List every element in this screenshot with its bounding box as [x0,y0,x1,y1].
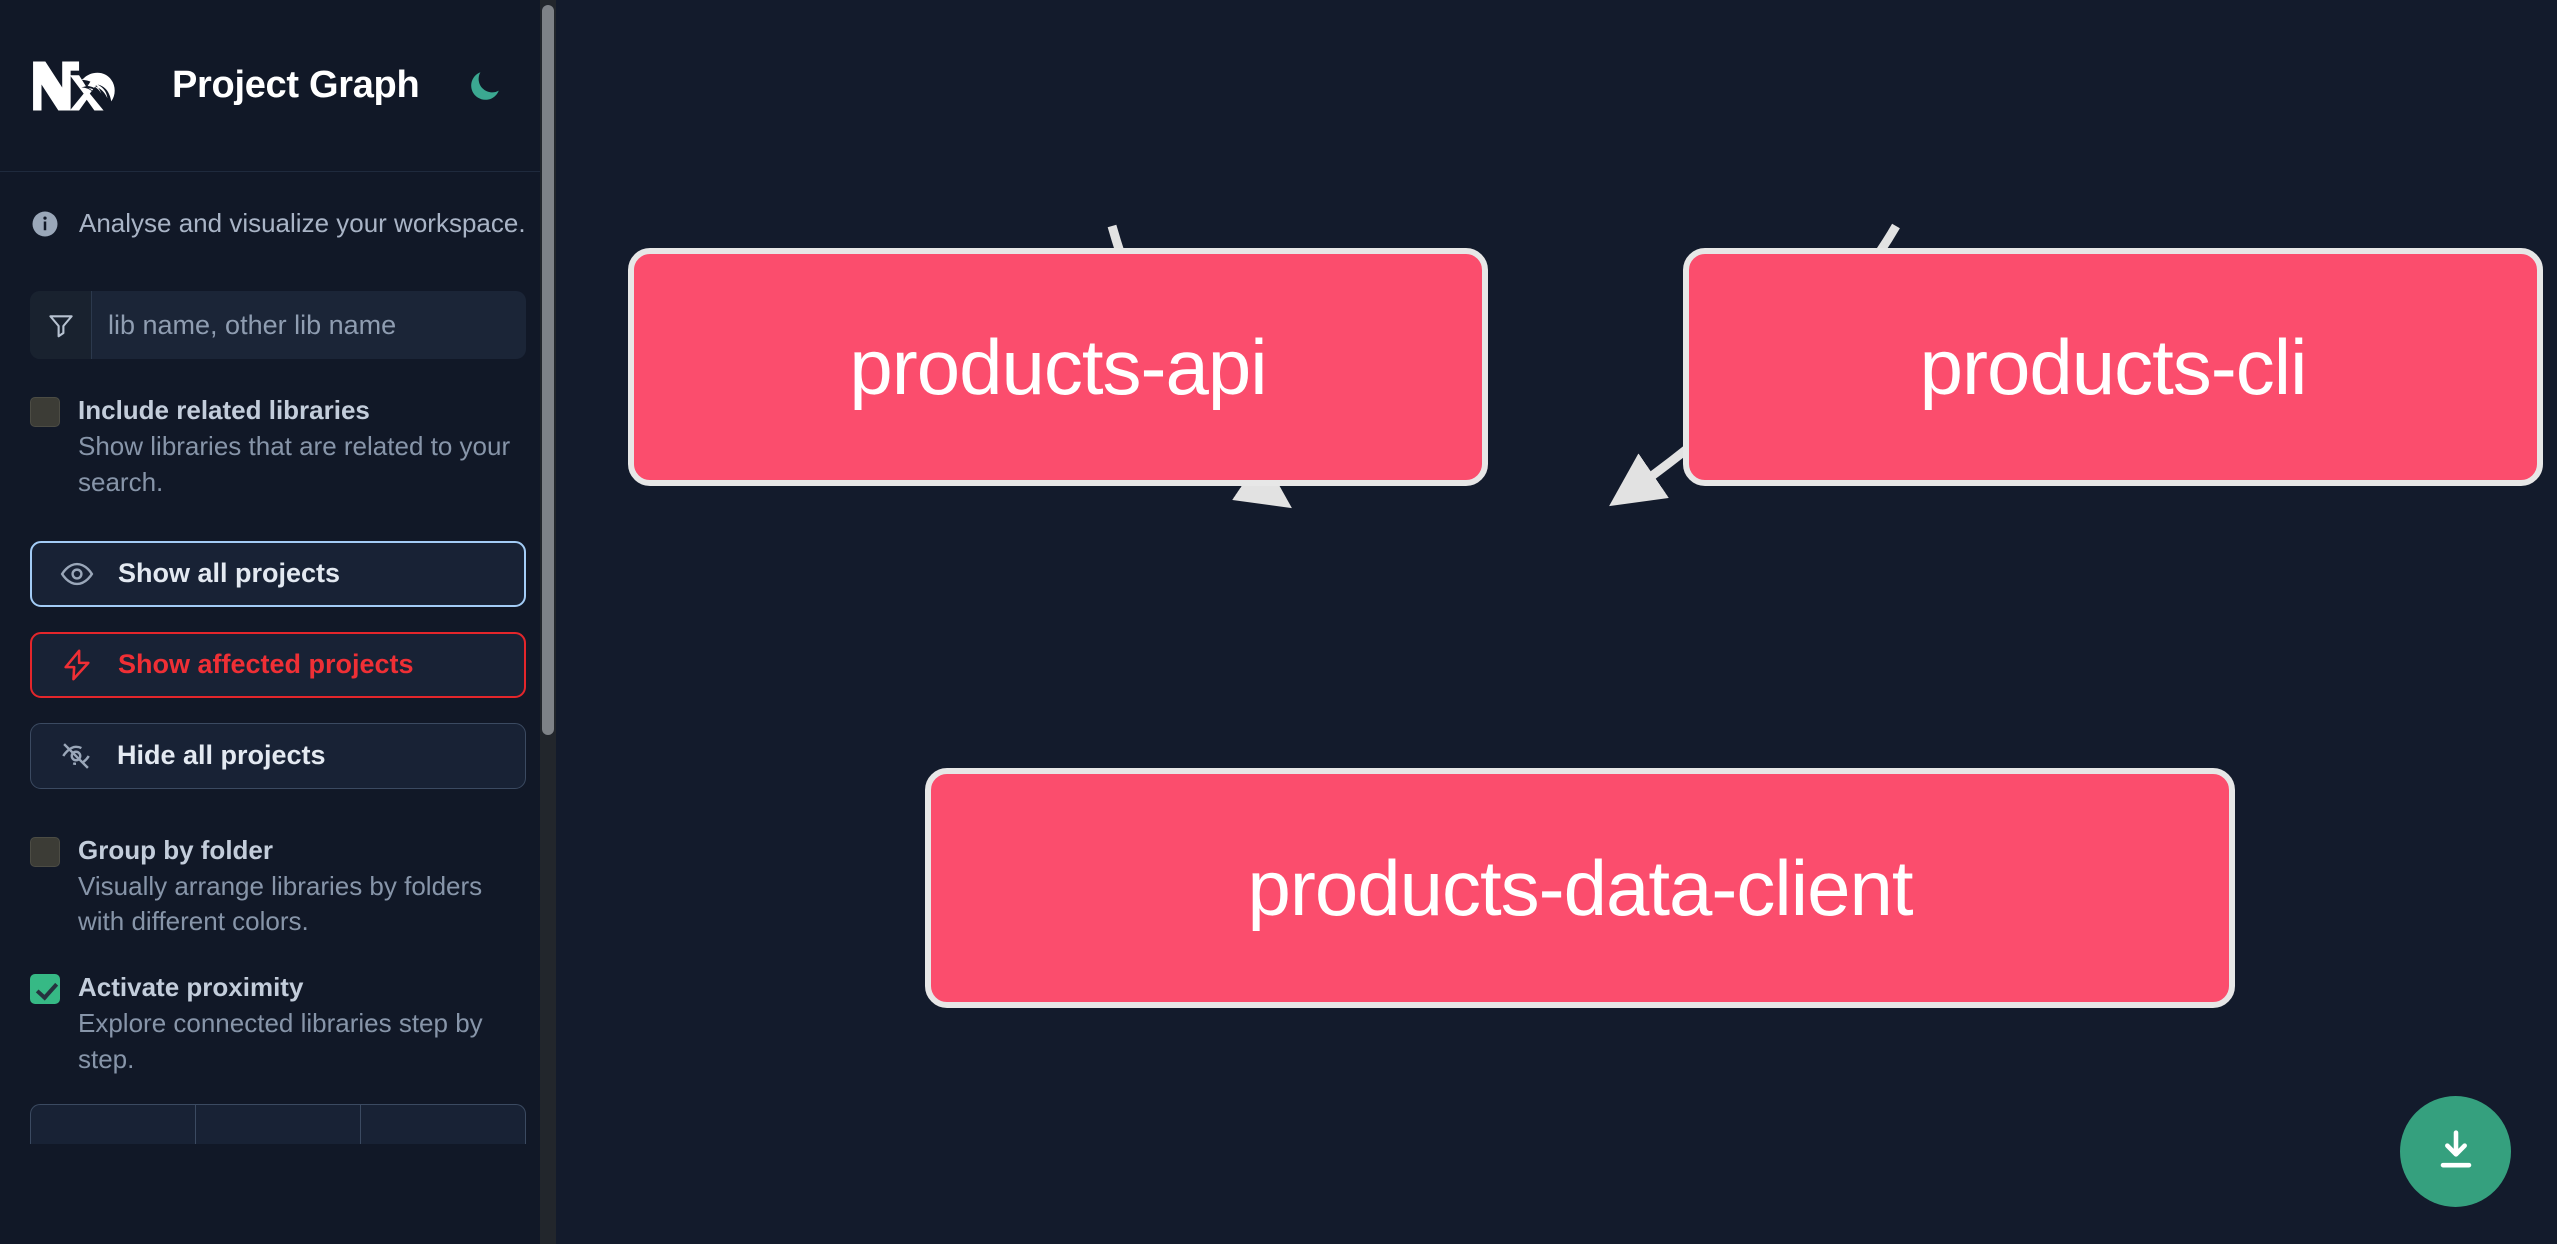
sidebar-scrollbar-thumb[interactable] [542,5,554,735]
divider [195,1104,196,1144]
download-graph-button[interactable] [2400,1096,2511,1207]
filter-icon[interactable] [30,291,92,359]
checkbox-group-by-folder[interactable] [30,836,60,867]
graph-node-products-data-client[interactable]: products-data-client [925,768,2235,1008]
nx-logo-icon [30,55,122,117]
option-label[interactable]: Group by folder [78,834,273,865]
option-description: Visually arrange libraries by folders wi… [78,870,483,937]
node-label: products-api [849,322,1267,411]
proximity-step-control[interactable] [30,1103,526,1144]
graph-node-products-cli[interactable]: products-cli [1683,248,2543,486]
option-include-related-libraries[interactable]: Include related libraries Show libraries… [0,393,556,501]
moon-icon[interactable] [463,64,507,108]
sidebar-scroll-area[interactable]: Project Graph Analyse and visualize yo [0,0,556,1244]
button-label: Show all projects [118,558,341,589]
button-label: Show affected projects [118,649,414,680]
sidebar-header: Project Graph [0,0,556,172]
proximity-step-option[interactable] [31,1105,195,1144]
hide-all-projects-button[interactable]: Hide all projects [30,722,526,789]
option-activate-proximity[interactable]: Activate proximity Explore connected lib… [0,970,556,1078]
option-label[interactable]: Activate proximity [78,972,304,1003]
search-input[interactable] [92,291,526,359]
graph-edges [1107,223,1900,509]
sidebar: Project Graph Analyse and visualize yo [0,0,556,1244]
sidebar-scrollbar[interactable] [540,0,556,1244]
info-icon [30,209,60,239]
show-all-projects-button[interactable]: Show all projects [30,540,526,607]
lightning-bolt-icon [58,646,96,684]
option-description: Show libraries that are related to your … [78,431,511,497]
download-icon [2430,1124,2482,1179]
eye-off-icon [57,737,95,775]
checkbox-include-related-libraries[interactable] [30,397,60,427]
checkbox-activate-proximity[interactable] [30,974,60,1005]
divider [360,1104,361,1144]
proximity-step-option[interactable] [361,1105,525,1144]
node-label: products-data-client [1247,843,1913,932]
option-description: Explore connected libraries step by step… [78,1008,483,1074]
search-field[interactable] [30,291,526,359]
option-group-by-folder[interactable]: Group by folder Visually arrange librari… [0,833,556,941]
node-label: products-cli [1919,322,2308,411]
workspace-info: Analyse and visualize your workspace. [0,172,556,239]
workspace-info-text: Analyse and visualize your workspace. [79,208,526,238]
button-label: Hide all projects [117,740,326,771]
eye-icon [58,555,96,593]
graph-canvas[interactable]: products-api products-cli products-data-… [556,0,2557,1244]
graph-node-products-api[interactable]: products-api [628,248,1488,486]
page-title: Project Graph [172,64,420,106]
show-affected-projects-button[interactable]: Show affected projects [30,631,526,698]
option-label[interactable]: Include related libraries [78,395,370,425]
proximity-step-option[interactable] [196,1105,360,1144]
